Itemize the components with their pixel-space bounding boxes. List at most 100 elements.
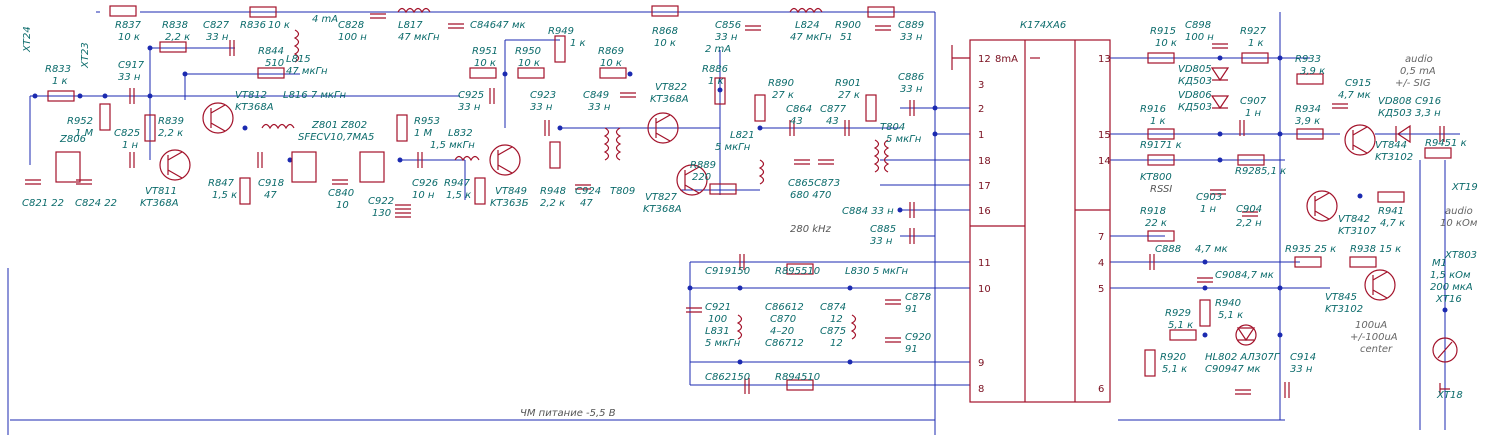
c840-value: 10 bbox=[336, 200, 349, 211]
ic-pin-right: 13 bbox=[1098, 54, 1111, 65]
ic-pin-left: 8 bbox=[978, 384, 984, 395]
xt18-label: XT18 bbox=[1436, 390, 1463, 401]
r949-label: R949 bbox=[548, 26, 574, 37]
r833-value: 1 к bbox=[52, 76, 68, 87]
c886-value: 33 н bbox=[900, 84, 923, 95]
vd805-label: VD805 bbox=[1178, 64, 1212, 75]
r952-value: 1 М bbox=[75, 128, 94, 139]
ic-pin-right: 14 bbox=[1098, 156, 1111, 167]
r933-label: R933 bbox=[1295, 54, 1321, 65]
c878-value: 91 bbox=[905, 304, 918, 315]
c903-label: C903 bbox=[1196, 192, 1222, 203]
r917-label: R9171 к bbox=[1140, 140, 1182, 151]
r838-value: 2,2 к bbox=[165, 32, 190, 43]
r941-value: 4,7 к bbox=[1380, 218, 1405, 229]
c888-value: 4,7 мк bbox=[1195, 244, 1228, 255]
z801-value: SFECV10,7MA5 bbox=[298, 132, 374, 143]
c926-label: C926 bbox=[412, 178, 438, 189]
c904-value: 2,2 н bbox=[1236, 218, 1262, 229]
r934-value: 3,9 к bbox=[1295, 116, 1320, 127]
r837-value: 10 к bbox=[118, 32, 140, 43]
xt803-label: XT803 bbox=[1444, 250, 1477, 261]
c921-label: C921 bbox=[705, 302, 731, 313]
r889-value: 220 bbox=[692, 172, 711, 183]
hl802-label: HL802 АЛ307Г bbox=[1205, 352, 1281, 363]
c915-label: C915 bbox=[1345, 78, 1371, 89]
c865-value: 680 470 bbox=[790, 190, 831, 201]
c821-label: C821 22 bbox=[22, 198, 64, 209]
c874-value: 12 bbox=[830, 314, 843, 325]
r836-value: 10 к bbox=[268, 20, 290, 31]
vt842-label: VT842 bbox=[1338, 214, 1370, 225]
r950-label: R950 bbox=[515, 46, 541, 57]
vt812-label: VT812 bbox=[235, 90, 267, 101]
r953-label: R953 bbox=[414, 116, 440, 127]
khz-label: 280 kHz bbox=[790, 224, 832, 235]
ic-pin-left: 2 bbox=[978, 104, 984, 115]
r938-label: R938 15 к bbox=[1350, 244, 1401, 255]
c904-label: C904 bbox=[1236, 204, 1262, 215]
c825-value: 1 н bbox=[122, 140, 139, 151]
c862-label: C862150 bbox=[705, 372, 750, 383]
l832-label: L832 bbox=[448, 128, 473, 139]
r839-label: R839 bbox=[158, 116, 184, 127]
r927-value: 1 к bbox=[1248, 38, 1264, 49]
meter-center: center bbox=[1360, 344, 1393, 355]
ic-pin-left: 16 bbox=[978, 206, 991, 217]
r945-label: R9451 к bbox=[1425, 138, 1467, 149]
r915-label: R915 bbox=[1150, 26, 1176, 37]
c925-label: C925 bbox=[458, 90, 484, 101]
component-labels: XT24 XT23 R833 1 к R952 1 М C917 33 н R8… bbox=[22, 14, 1478, 419]
c908-label: C9084,7 мк bbox=[1215, 270, 1274, 281]
c846-label: C84647 мк bbox=[470, 20, 526, 31]
c917-label: C917 bbox=[118, 60, 145, 71]
vt822-value: KT368A bbox=[650, 94, 689, 105]
vt849-value: KT363Б bbox=[490, 198, 529, 209]
xt19-label: XT19 bbox=[1451, 182, 1478, 193]
c827-label: C827 bbox=[203, 20, 230, 31]
ic-pin-right: 5 bbox=[1098, 284, 1104, 295]
r836-label: R836 bbox=[240, 20, 266, 31]
r941-label: R941 bbox=[1378, 206, 1404, 217]
c877-value: 43 bbox=[826, 116, 839, 127]
r901-label: R901 bbox=[835, 78, 861, 89]
vt822-label: VT822 bbox=[655, 82, 687, 93]
r916-value: 1 к bbox=[1150, 116, 1166, 127]
r940-value: 5,1 к bbox=[1218, 310, 1243, 321]
r890-label: R890 bbox=[768, 78, 794, 89]
ic-pin-left: 11 bbox=[978, 258, 991, 269]
ic-pin-right: 6 bbox=[1098, 384, 1104, 395]
c903-value: 1 н bbox=[1200, 204, 1217, 215]
l831-label: L831 bbox=[705, 326, 730, 337]
r928-label: R9285,1 к bbox=[1235, 166, 1286, 177]
vt811-value: KT368A bbox=[140, 198, 179, 209]
r916-label: R916 bbox=[1140, 104, 1166, 115]
ic-pin-left: 9 bbox=[978, 358, 984, 369]
c926-value: 10 н bbox=[412, 190, 435, 201]
audio1-label: audio bbox=[1405, 54, 1433, 65]
c914-label: C914 bbox=[1290, 352, 1316, 363]
vt812-value: KT368A bbox=[235, 102, 274, 113]
audio1-current: 0,5 mA bbox=[1400, 66, 1436, 77]
c916-label: C916 bbox=[1415, 96, 1441, 107]
l830-label: L830 5 мкГн bbox=[845, 266, 909, 277]
vt842-value: KT3107 bbox=[1338, 226, 1377, 237]
c924-label: C924 bbox=[575, 186, 601, 197]
m1-current: 200 мкA bbox=[1430, 282, 1473, 293]
r890-value: 27 к bbox=[772, 90, 794, 101]
ic-name: К174ХА6 bbox=[1020, 20, 1066, 31]
l815-label: L815 bbox=[286, 54, 311, 65]
r949-value: 1 к bbox=[570, 38, 586, 49]
vt845-label: VT845 bbox=[1325, 292, 1357, 303]
l815-value: 47 мкГн bbox=[286, 66, 328, 77]
r844-value: 510 bbox=[265, 58, 284, 69]
r918-value: 22 к bbox=[1145, 218, 1167, 229]
ic-pin-note: 8mA bbox=[995, 54, 1018, 65]
vt849-label: VT849 bbox=[495, 186, 527, 197]
c856-value: 33 н bbox=[715, 32, 738, 43]
vd806-label: VD806 bbox=[1178, 90, 1212, 101]
l817-label: L817 bbox=[398, 20, 423, 31]
c920-label: C920 bbox=[905, 332, 931, 343]
vt845-value: KT3102 bbox=[1325, 304, 1363, 315]
c877-label: C877 bbox=[820, 104, 847, 115]
